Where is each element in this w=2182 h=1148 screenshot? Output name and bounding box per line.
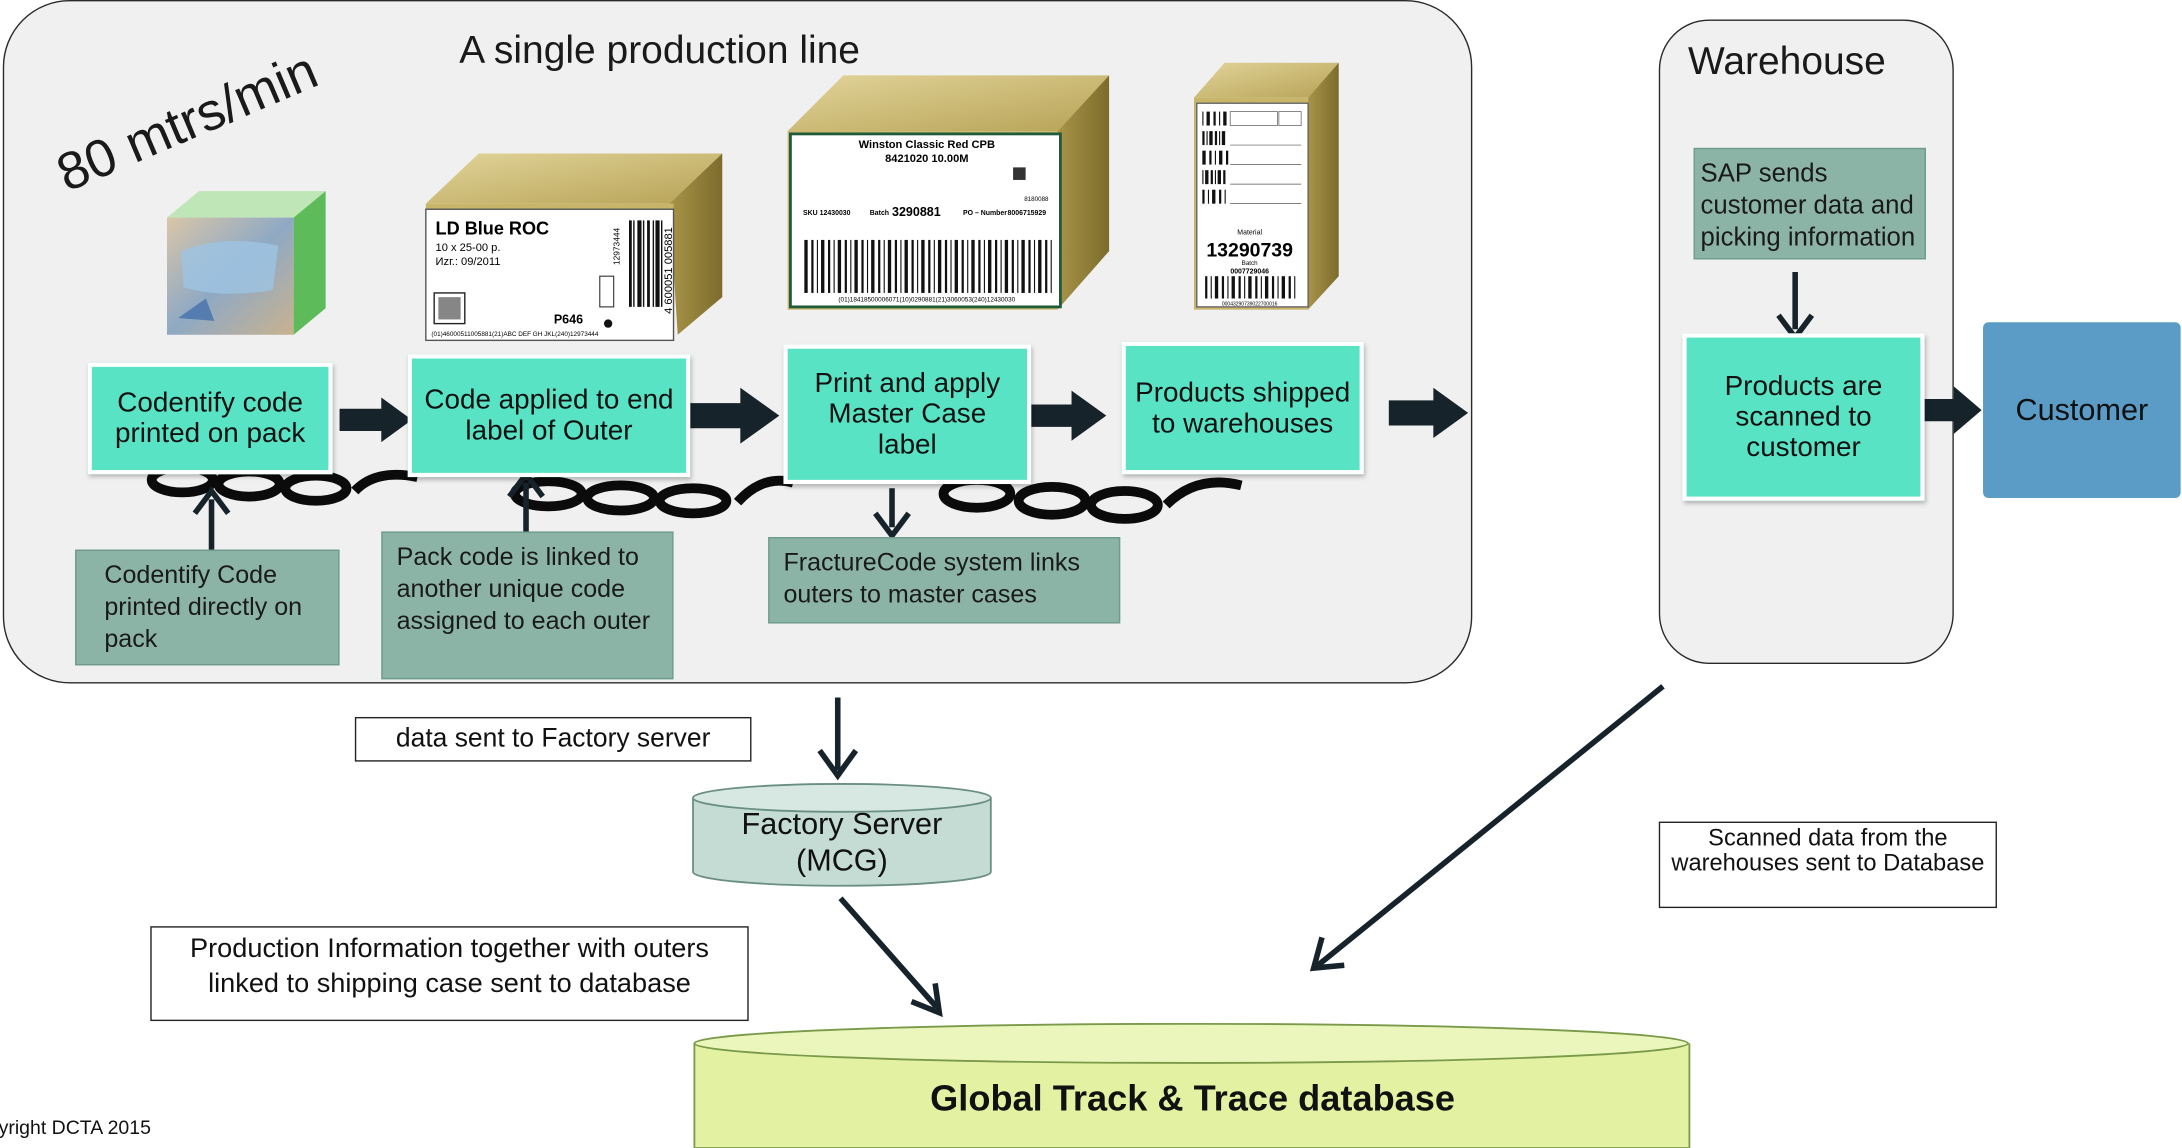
master-case-image: Winston Classic Red CPB 8421020 10.00M 8… <box>787 75 1110 310</box>
chain-link-2 <box>510 475 795 519</box>
arrow-step1-step2 <box>339 397 412 443</box>
master-label-footer: (01)18418500006071(10)0290881(21)3060053… <box>838 296 1015 303</box>
step-code-applied-outer: Code applied to end label of Outer <box>407 354 691 478</box>
chain-links <box>146 462 1243 524</box>
outer-label-side: 12973444 <box>611 228 621 266</box>
master-label-small: 8180088 <box>1024 196 1049 203</box>
master-label-title1: Winston Classic Red CPB <box>859 139 995 151</box>
master-label-batch: 3290881 <box>892 205 941 219</box>
outer-label-name: LD Blue ROC <box>436 218 550 238</box>
step-codentify-printed: Codentify code printed on pack <box>87 362 333 475</box>
master-label-batch-label: Batch <box>870 210 889 217</box>
master-barcode <box>804 239 1052 293</box>
callout-scanned-data: Scanned data from the warehouses sent to… <box>1658 821 1997 909</box>
master-label-sku-label: SKU <box>803 210 818 217</box>
factory-server-cylinder <box>692 783 992 887</box>
copyright-text: yright DCTA 2015 <box>0 1115 151 1139</box>
callout-production-info: Production Information together with out… <box>150 926 749 1022</box>
arrow-step2-step3 <box>674 387 780 444</box>
pack-image <box>166 191 326 335</box>
master-label-po: 8006715929 <box>1008 210 1047 217</box>
warehouse-title: Warehouse <box>1688 39 1886 83</box>
pallet-material-label: Material <box>1237 229 1262 236</box>
factory-server-label: Factory Server (MCG) <box>741 806 943 878</box>
pallet-barcode <box>1205 276 1296 299</box>
note-pack-linked-outer: Pack code is linked to another unique co… <box>381 531 674 680</box>
production-line-title: A single production line <box>459 27 860 72</box>
arrow-step3-step4 <box>1031 390 1107 441</box>
step-master-case-label: Print and apply Master Case label <box>783 344 1032 485</box>
master-label-sku: 12430030 <box>820 210 851 217</box>
arrow-scan-customer <box>1920 386 1982 434</box>
pallet-batch-label: Batch <box>1242 260 1258 267</box>
note-fracturecode: FractureCode system links outers to mast… <box>768 537 1121 624</box>
master-label-title2: 8421020 10.00M <box>885 153 968 165</box>
step-scanned-customer: Products are scanned to customer <box>1682 333 1925 501</box>
arrow-step4-warehouse <box>1388 387 1469 438</box>
pallet-batch: 0007729046 <box>1230 268 1269 275</box>
outer-label-footer: (01)46000511005881(21)ABC DEF GH JKL(240… <box>431 331 598 338</box>
database-cylinder <box>693 1022 1691 1148</box>
note-codentify-printed: Codentify Code printed directly on pack <box>75 549 340 666</box>
outer-box-image: LD Blue ROC 10 x 25-00 p. Иzг.: 09/2011 … <box>425 153 723 342</box>
outer-barcode <box>629 220 663 307</box>
outer-label-line2: Иzг.: 09/2011 <box>436 256 501 268</box>
flow-arrows <box>339 386 1982 444</box>
note-sap-sends: SAP sends customer data and picking info… <box>1693 147 1926 260</box>
callout-data-to-factory: data sent to Factory server <box>354 716 752 762</box>
pallet-small-barcodes <box>1202 111 1229 204</box>
database-label: Global Track & Trace database <box>930 1076 1456 1119</box>
outer-label-code: P646 <box>554 313 583 327</box>
outer-label-line1: 10 x 25-00 p. <box>436 242 501 254</box>
outer-label-vertical: 4 600051 005881 <box>663 227 675 314</box>
master-label-po-label: PO – Number <box>963 210 1007 217</box>
customer-box: Customer <box>1983 322 2181 498</box>
chain-link-3 <box>938 474 1243 524</box>
pallet-footer: 00043290739022700016 <box>1222 301 1278 307</box>
pallet-label-image: Material 13290739 Batch 0007729046 00043… <box>1193 62 1339 310</box>
pallet-material: 13290739 <box>1206 240 1293 262</box>
step-shipped-warehouses: Products shipped to warehouses <box>1121 341 1364 475</box>
